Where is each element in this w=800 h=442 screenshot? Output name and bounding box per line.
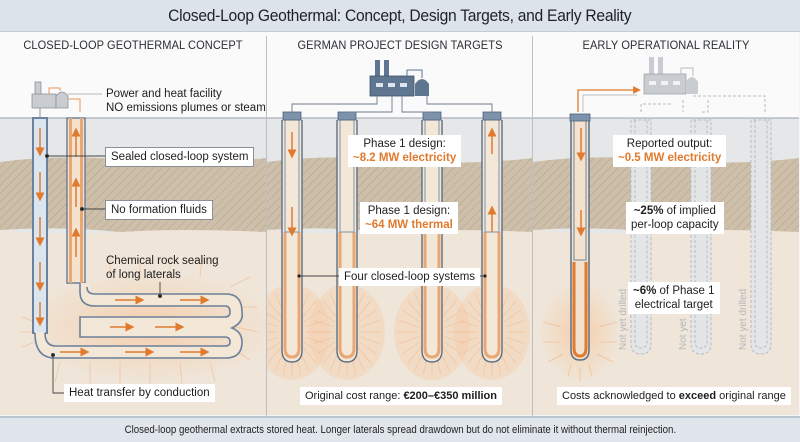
active-flow-line xyxy=(577,86,641,112)
thermal-design-target: Phase 1 design: ~64 MW thermal xyxy=(360,202,458,234)
panel-title: CLOSED-LOOP GEOTHERMAL CONCEPT xyxy=(23,38,243,52)
callout-conduction: Heat transfer by conduction xyxy=(64,384,215,402)
concept-diagram xyxy=(0,81,266,415)
four-systems-label: Four closed-loop systems xyxy=(339,268,481,286)
flow-arrows xyxy=(60,295,210,357)
reported-output: Reported output: ~0.5 MW electricity xyxy=(613,135,727,167)
closed-loop-well xyxy=(309,111,385,380)
reality-diagram xyxy=(533,57,799,415)
closed-loop-well xyxy=(394,111,470,380)
electric-design-target: Phase 1 design: ~8.2 MW electricity xyxy=(348,135,462,167)
footer-caption: Closed-loop geothermal extracts stored h… xyxy=(124,424,676,436)
footer-caption-bar: Closed-loop geothermal extracts stored h… xyxy=(0,416,800,442)
page-title: Closed-Loop Geothermal: Concept, Design … xyxy=(168,5,632,25)
header-bar: Closed-Loop Geothermal: Concept, Design … xyxy=(0,0,800,32)
facility-icon xyxy=(369,60,429,97)
panel-concept: CLOSED-LOOP GEOTHERMAL CONCEPT xyxy=(0,32,266,415)
panel-title: EARLY OPERATIONAL REALITY xyxy=(582,38,750,52)
callout-sealed-loop: Sealed closed-loop system xyxy=(105,147,255,167)
panel-design-targets: GERMAN PROJECT DESIGN TARGETS xyxy=(267,32,533,415)
panel-operational-reality: EARLY OPERATIONAL REALITY xyxy=(533,32,799,415)
not-drilled-label: Not yet xyxy=(678,318,689,350)
facility-connectors xyxy=(291,96,493,113)
not-drilled-label: Not yet drilled xyxy=(738,288,749,350)
panel-divider xyxy=(532,36,533,416)
per-loop-capacity: ~25% of implied per-loop capacity xyxy=(626,202,724,234)
panel-title: GERMAN PROJECT DESIGN TARGETS xyxy=(297,38,503,52)
cost-overrun-note: Costs acknowledged to exceed original ra… xyxy=(557,387,791,405)
facility-icon xyxy=(31,81,102,118)
design-diagram xyxy=(267,60,533,415)
lateral-fill xyxy=(35,283,242,357)
lateral-inner xyxy=(44,283,231,347)
callout-no-fluids: No formation fluids xyxy=(105,200,213,220)
facility-icon xyxy=(643,57,698,95)
original-cost-range: Original cost range: €200–€350 million xyxy=(300,387,502,405)
callout-rock-sealing: Chemical rock sealing of long laterals xyxy=(106,255,219,281)
phase1-electrical-share: ~6% of Phase 1 electrical target xyxy=(628,282,720,314)
lateral-outer xyxy=(34,286,244,359)
closed-loop-well xyxy=(454,111,530,380)
panel-divider xyxy=(266,36,267,416)
facility-label: Power and heat facility NO emissions plu… xyxy=(106,88,266,114)
